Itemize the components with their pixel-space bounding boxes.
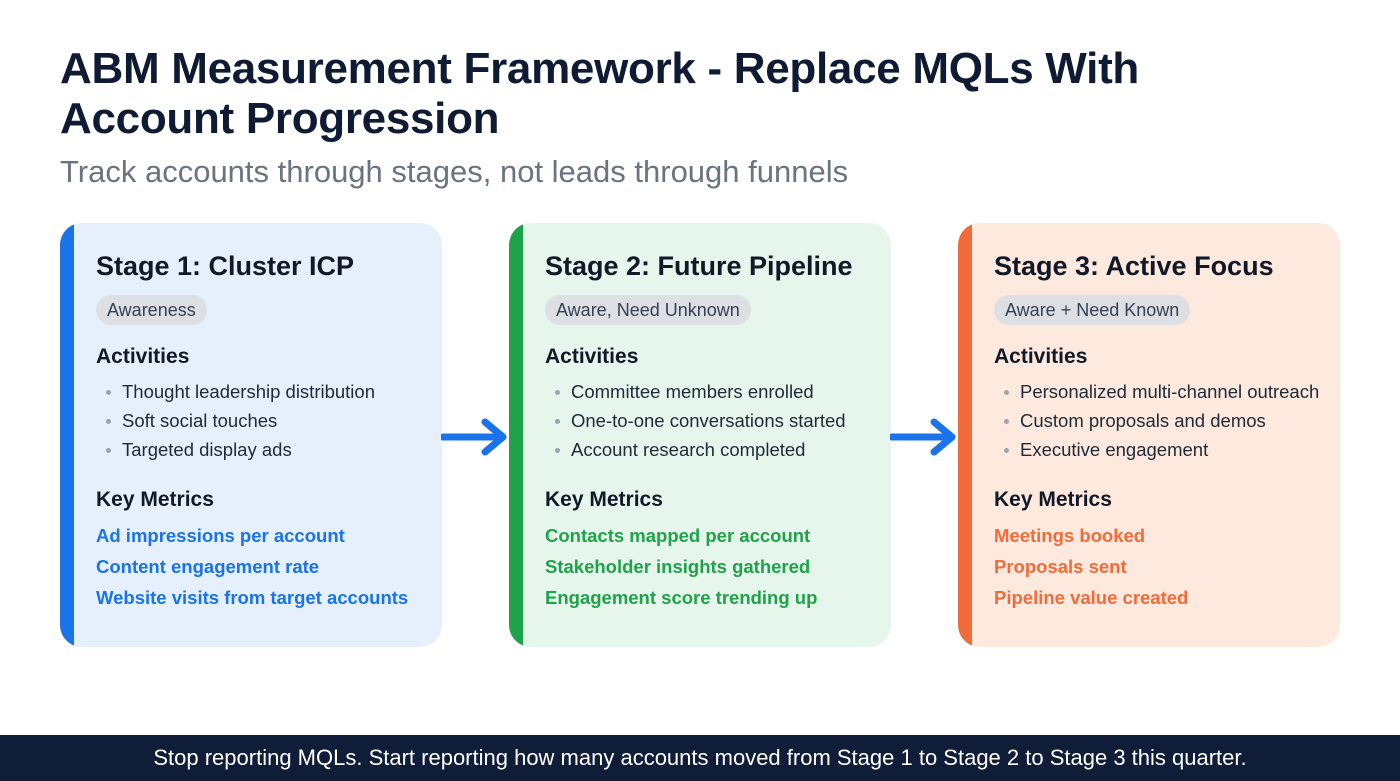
activities-heading: Activities — [545, 345, 639, 368]
activity-item: Personalized multi-channel outreach — [994, 377, 1320, 406]
activities-list: Committee members enrolled One-to-one co… — [545, 377, 871, 464]
activity-item: Custom proposals and demos — [994, 406, 1320, 435]
key-metrics-heading: Key Metrics — [96, 488, 214, 511]
activity-item: Targeted display ads — [96, 435, 422, 464]
metric-item: Ad impressions per account — [96, 525, 345, 546]
metric-item: Proposals sent — [994, 556, 1127, 577]
activities-heading: Activities — [994, 345, 1088, 368]
stage-badge: Aware, Need Unknown — [545, 295, 751, 325]
metric-item: Website visits from target accounts — [96, 587, 409, 608]
activities-heading: Activities — [96, 345, 190, 368]
metric-item: Contacts mapped per account — [545, 525, 811, 546]
metrics-list: Ad impressions per account Content engag… — [96, 520, 422, 613]
activity-item: Soft social touches — [96, 406, 422, 435]
stage-title: Stage 3: Active Focus — [994, 251, 1274, 281]
footer-text: Stop reporting MQLs. Start reporting how… — [153, 745, 1247, 770]
activity-item: Committee members enrolled — [545, 377, 871, 406]
key-metrics-heading: Key Metrics — [545, 488, 663, 511]
page-title: ABM Measurement Framework - Replace MQLs… — [60, 44, 1140, 143]
footer-banner: Stop reporting MQLs. Start reporting how… — [0, 735, 1400, 781]
metrics-list: Meetings booked Proposals sent Pipeline … — [994, 520, 1320, 613]
stage-card-1: Stage 1: Cluster ICP Awareness Activitie… — [60, 223, 442, 647]
right-arrow-icon — [890, 418, 956, 456]
activity-item: One-to-one conversations started — [545, 406, 871, 435]
right-arrow-icon — [441, 418, 507, 456]
stage-badge: Awareness — [96, 295, 207, 325]
metric-item: Stakeholder insights gathered — [545, 556, 811, 577]
stage-badge: Aware + Need Known — [994, 295, 1191, 325]
activities-list: Personalized multi-channel outreach Cust… — [994, 377, 1320, 464]
metric-item: Pipeline value created — [994, 587, 1189, 608]
activity-item: Executive engagement — [994, 435, 1320, 464]
stage-title: Stage 2: Future Pipeline — [545, 251, 853, 281]
activity-item: Account research completed — [545, 435, 871, 464]
stage-title: Stage 1: Cluster ICP — [96, 251, 355, 281]
key-metrics-heading: Key Metrics — [994, 488, 1112, 511]
stage-card-3: Stage 3: Active Focus Aware + Need Known… — [958, 223, 1340, 647]
activities-list: Thought leadership distribution Soft soc… — [96, 377, 422, 464]
metrics-list: Contacts mapped per account Stakeholder … — [545, 520, 871, 613]
activity-item: Thought leadership distribution — [96, 377, 422, 406]
page-subtitle: Track accounts through stages, not leads… — [60, 154, 849, 189]
stage-card-2: Stage 2: Future Pipeline Aware, Need Unk… — [509, 223, 891, 647]
metric-item: Meetings booked — [994, 525, 1146, 546]
metric-item: Content engagement rate — [96, 556, 320, 577]
metric-item: Engagement score trending up — [545, 587, 818, 608]
